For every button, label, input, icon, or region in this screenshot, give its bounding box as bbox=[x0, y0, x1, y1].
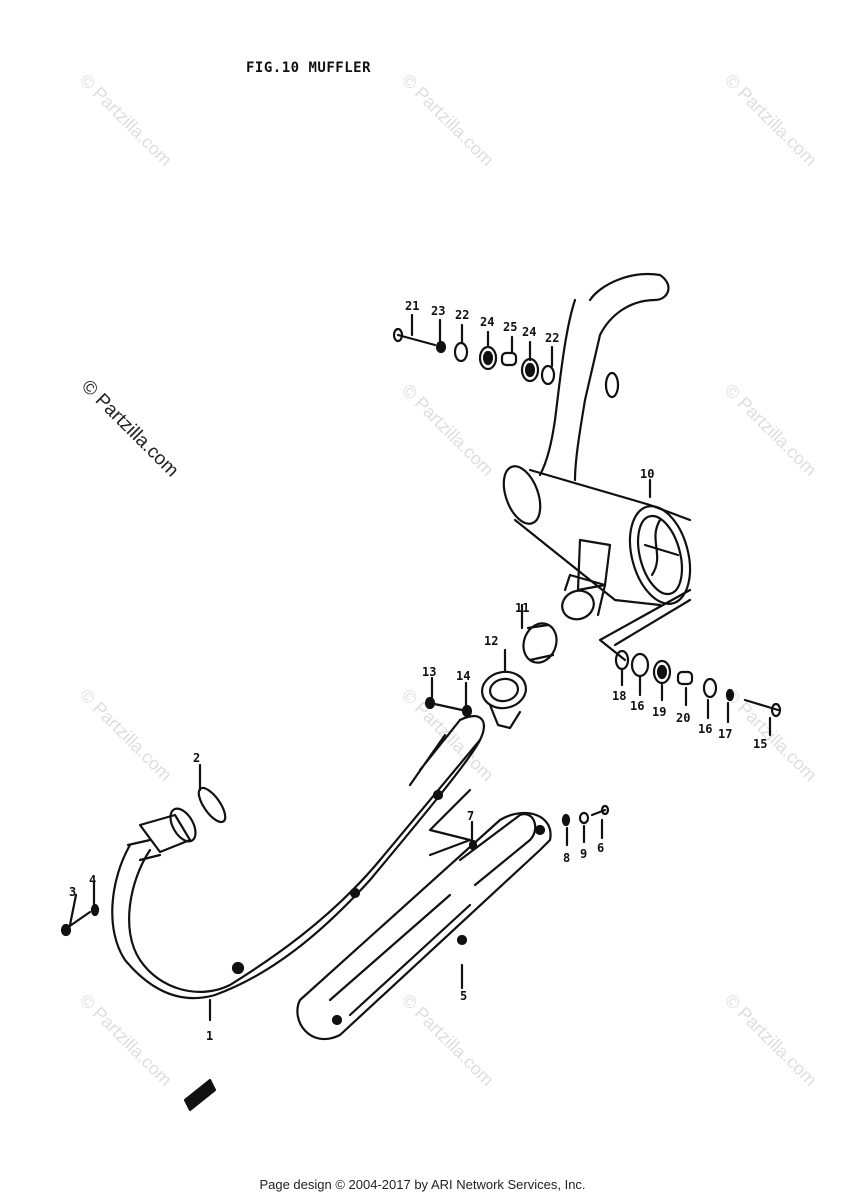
callout-24: 24 bbox=[480, 315, 494, 329]
callout-6: 6 bbox=[597, 841, 604, 855]
callout-22: 22 bbox=[455, 308, 469, 322]
callout-16: 16 bbox=[630, 699, 644, 713]
callout-8: 8 bbox=[563, 851, 570, 865]
callout-17: 17 bbox=[718, 727, 732, 741]
callout-7: 7 bbox=[467, 809, 474, 823]
gasket bbox=[522, 622, 558, 664]
callout-11: 11 bbox=[515, 601, 529, 615]
callout-4: 4 bbox=[89, 873, 96, 887]
heat-shield bbox=[296, 788, 552, 1041]
callout-21: 21 bbox=[405, 299, 419, 313]
callout-5: 5 bbox=[460, 989, 467, 1003]
callout-3: 3 bbox=[69, 885, 76, 899]
footer-credit: Page design © 2004-2017 by ARI Network S… bbox=[259, 1177, 586, 1192]
figure-title: FIG.10 MUFFLER bbox=[246, 60, 372, 76]
exhaust-pipe bbox=[111, 715, 485, 1000]
part-numbers: 1 2 3 4 5 6 7 8 9 10 11 12 13 14 15 16 1… bbox=[69, 299, 767, 1043]
clamp bbox=[481, 670, 527, 730]
callout-1: 1 bbox=[206, 1029, 213, 1043]
front-arrow bbox=[183, 1078, 217, 1112]
callout-22: 22 bbox=[545, 331, 559, 345]
callout-19: 19 bbox=[652, 705, 666, 719]
callout-14: 14 bbox=[456, 669, 470, 683]
callout-2: 2 bbox=[193, 751, 200, 765]
callout-18: 18 bbox=[612, 689, 626, 703]
callout-16: 16 bbox=[698, 722, 712, 736]
callout-20: 20 bbox=[676, 711, 690, 725]
callout-23: 23 bbox=[431, 304, 445, 318]
callout-10: 10 bbox=[640, 467, 654, 481]
callout-25: 25 bbox=[503, 320, 517, 334]
callout-15: 15 bbox=[753, 737, 767, 751]
callout-24: 24 bbox=[522, 325, 536, 339]
callout-13: 13 bbox=[422, 665, 436, 679]
bolt-21 bbox=[392, 327, 437, 347]
callout-9: 9 bbox=[580, 847, 587, 861]
callout-12: 12 bbox=[484, 634, 498, 648]
